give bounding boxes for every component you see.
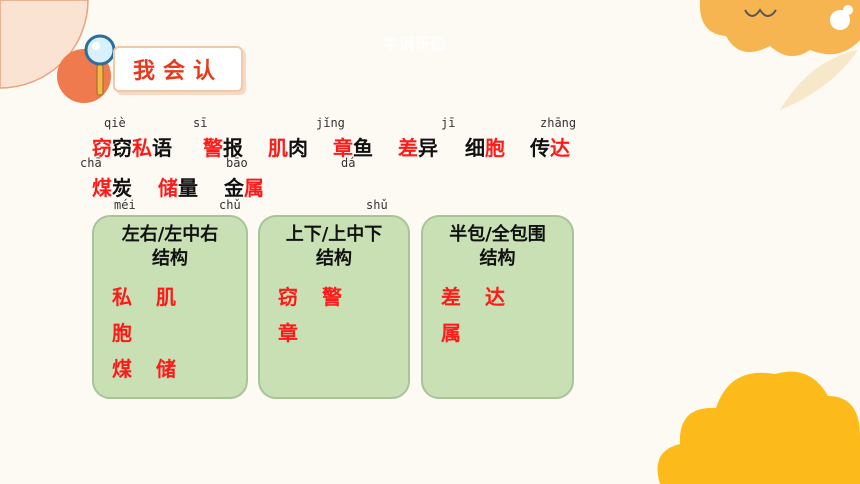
pinyin-label: shǔ <box>366 198 388 212</box>
card-title-line: 左右/左中右 <box>121 224 219 245</box>
vocab-word: 警报 <box>203 132 243 161</box>
leaf-decoration <box>780 50 858 110</box>
card-title: 左右/左中右 结构 <box>94 217 246 271</box>
target-char: 胞 <box>485 136 505 160</box>
char-line: 煤储 <box>112 351 228 387</box>
structure-card-enclosed: 半包/全包围 结构 差达属 <box>421 215 574 399</box>
char: 私 <box>112 285 134 309</box>
char-line: 私肌胞 <box>112 279 228 351</box>
vocab-word: 差异 <box>398 132 438 161</box>
vocab-word: 金属 <box>224 172 264 201</box>
target-char: 属 <box>244 176 264 200</box>
target-char: 窃 <box>92 136 112 160</box>
char: 达 <box>485 285 507 309</box>
card-title-line: 上下/上中下 <box>285 224 383 245</box>
target-char: 达 <box>550 136 570 160</box>
bottom-right-cloud-decoration <box>657 371 860 484</box>
char: 警 <box>322 285 344 309</box>
pinyin-label: chǔ <box>219 198 241 212</box>
title-badge: 我会认 <box>113 46 243 92</box>
target-char: 差 <box>398 136 418 160</box>
char: 煤 <box>112 357 134 381</box>
vocab-word: 肌肉 <box>268 132 308 161</box>
card-title: 半包/全包围 结构 <box>423 217 572 271</box>
target-char: 肌 <box>268 136 288 160</box>
char-line: 差达属 <box>441 279 554 351</box>
word-char: 金 <box>224 176 244 200</box>
card-chars: 差达属 <box>423 279 572 351</box>
pinyin-label: dá <box>341 156 356 170</box>
pinyin-label: sī <box>193 116 208 130</box>
word-char: 鱼 <box>353 136 373 160</box>
char: 肌 <box>156 285 178 309</box>
target-char: 煤 <box>92 176 112 200</box>
card-title-line: 结构 <box>316 248 352 269</box>
card-chars: 窃警章 <box>260 279 408 351</box>
pinyin-label: chā <box>80 156 102 170</box>
word-char: 炭 <box>112 176 132 200</box>
pinyin-label: jī <box>441 116 456 130</box>
word-char: 语 <box>152 136 172 160</box>
word-char: 异 <box>418 136 438 160</box>
vocab-word: 细胞 <box>465 132 505 161</box>
card-title-line: 结构 <box>152 248 188 269</box>
char: 章 <box>278 321 300 345</box>
vocab-word: 窃窃私语 <box>92 132 172 161</box>
card-title: 上下/上中下 结构 <box>260 217 408 271</box>
target-char: 警 <box>203 136 223 160</box>
char: 属 <box>441 321 463 345</box>
target-char: 章 <box>333 136 353 160</box>
word-char: 量 <box>178 176 198 200</box>
word-char: 传 <box>530 136 550 160</box>
target-char: 储 <box>158 176 178 200</box>
word-char: 报 <box>223 136 243 160</box>
char: 储 <box>156 357 178 381</box>
word-char: 窃 <box>112 136 132 160</box>
vocab-word: 煤炭 <box>92 172 132 201</box>
target-char: 私 <box>132 136 152 160</box>
char: 差 <box>441 285 463 309</box>
pinyin-label: jǐng <box>316 116 345 130</box>
char: 胞 <box>112 321 134 345</box>
card-title-line: 半包/全包围 <box>449 224 546 245</box>
char: 窃 <box>278 285 300 309</box>
top-right-cloud-decoration <box>699 0 860 57</box>
pinyin-label: qiè <box>104 116 126 130</box>
page-title: 我会认 <box>132 59 223 84</box>
structure-card-left-right: 左右/左中右 结构 私肌胞 煤储 <box>92 215 248 399</box>
slide-section-watermark: 字词乐园 <box>383 35 448 53</box>
word-char: 肉 <box>288 136 308 160</box>
card-chars: 私肌胞 煤储 <box>94 279 246 387</box>
word-char: 细 <box>465 136 485 160</box>
vocab-word: 传达 <box>530 132 570 161</box>
structure-card-top-bottom: 上下/上中下 结构 窃警章 <box>258 215 410 399</box>
vocab-word: 章鱼 <box>333 132 373 161</box>
pinyin-label: zhāng <box>540 116 577 130</box>
card-title-line: 结构 <box>479 248 516 269</box>
pinyin-label: méi <box>114 198 136 212</box>
char-line: 窃警章 <box>278 279 390 351</box>
pinyin-label: bāo <box>226 156 248 170</box>
vocab-word: 储量 <box>158 172 198 201</box>
